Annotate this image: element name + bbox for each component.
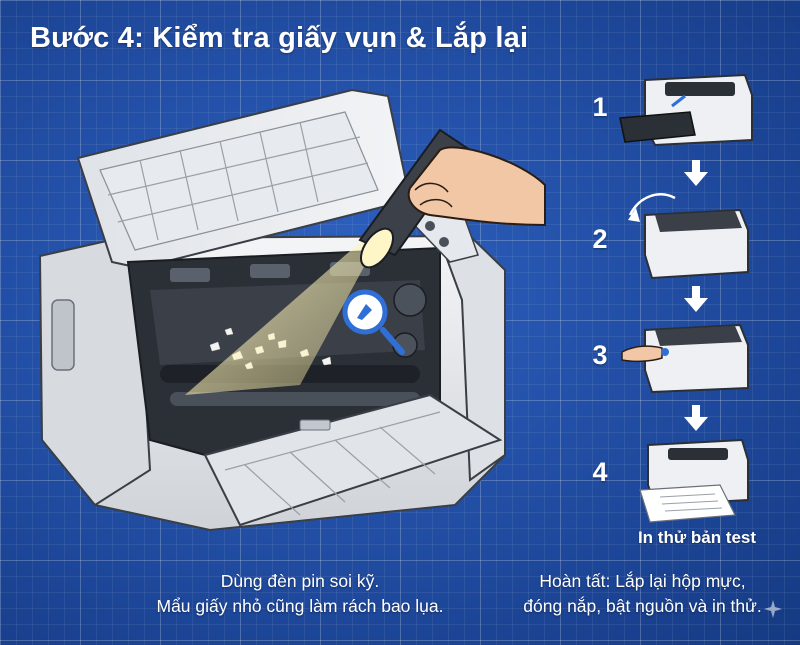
page-title: Bước 4: Kiểm tra giấy vụn & Lắp lại (30, 22, 529, 54)
summary-caption-line-2: đóng nắp, bật nguồn và in thử. (523, 596, 762, 616)
summary-caption: Hoàn tất: Lắp lại hộp mực, đóng nắp, bật… (460, 569, 800, 619)
flashlight-beam (185, 215, 392, 395)
main-caption: Dùng đèn pin soi kỹ. Mẩu giấy nhỏ cũng l… (40, 569, 560, 619)
magnifier-icon (342, 289, 405, 355)
arrow-down-icon (684, 160, 708, 431)
sparkle-icon (764, 600, 782, 618)
step-2-printer-icon (628, 193, 749, 280)
step-1-printer-icon (619, 73, 753, 147)
step-4-caption: In thử bản test (637, 528, 757, 547)
step-number-3: 3 (592, 340, 608, 370)
step-4-printer-icon (639, 438, 749, 523)
step-number-1: 1 (592, 92, 608, 122)
step-3-printer-icon (621, 323, 749, 394)
main-caption-line-2: Mẩu giấy nhỏ cũng làm rách bao lụa. (156, 596, 444, 616)
hand-holding-flashlight-icon (358, 128, 546, 269)
step-number-4: 4 (592, 457, 608, 487)
main-caption-line-1: Dùng đèn pin soi kỹ. (220, 571, 380, 591)
paper-tray (203, 393, 503, 527)
step-number-2: 2 (592, 224, 608, 254)
summary-caption-line-1: Hoàn tất: Lắp lại hộp mực, (539, 571, 746, 591)
